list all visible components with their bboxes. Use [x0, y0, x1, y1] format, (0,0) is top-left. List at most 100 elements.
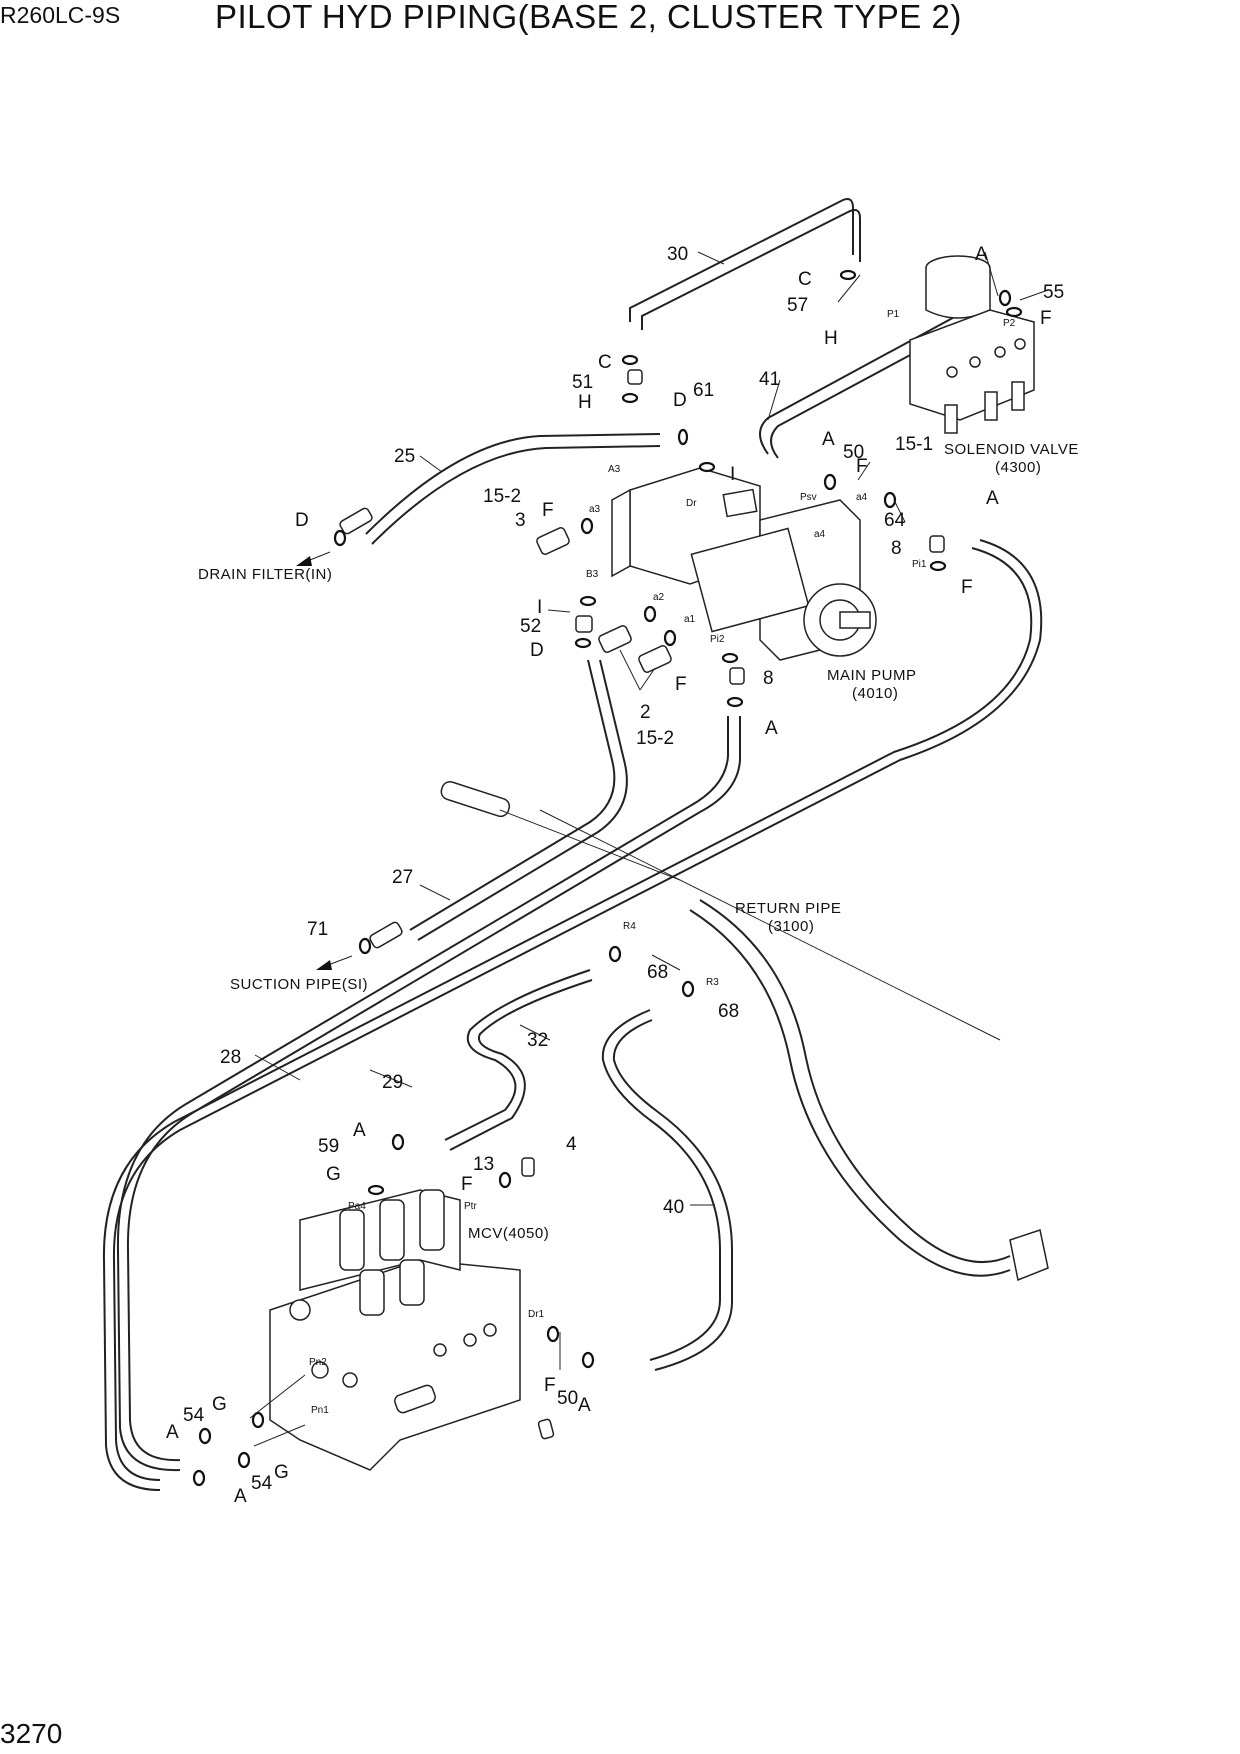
callout: I: [730, 464, 735, 485]
callout: F: [961, 577, 973, 598]
callout: A: [765, 718, 778, 739]
o-rings: [192, 269, 1023, 1487]
port-label: a3: [589, 504, 601, 515]
page-number: 3270: [0, 1718, 63, 1749]
callout: 30: [667, 244, 688, 265]
callout: 71: [307, 919, 328, 940]
callout: 50: [843, 442, 864, 463]
pipe-40: [601, 1009, 733, 1371]
callout: 15-2: [636, 728, 674, 749]
solenoid-valve-name: SOLENOID VALVE: [944, 441, 1079, 458]
port-label: a4: [814, 529, 826, 540]
callout: 4: [566, 1134, 577, 1155]
callout: 8: [763, 668, 774, 689]
main-pump-name: MAIN PUMP: [827, 667, 917, 684]
port-label: R4: [623, 921, 636, 932]
port-label: Dr1: [528, 1309, 545, 1320]
solenoid-valve: [909, 255, 1035, 434]
callout: F: [542, 500, 554, 521]
callout: 52: [520, 616, 541, 637]
fittings: [339, 369, 945, 1440]
port-labels: P1 P2 A3 a3 Dr Psv a4 B3 a2 a1 Pi2 Pi1 a…: [309, 309, 1016, 1416]
port-label: a4: [856, 492, 868, 503]
callout: A: [166, 1422, 179, 1443]
callout: 50: [557, 1388, 578, 1409]
callout-labels: 30 C 57 H A 55 F C 51 H D 61 41 A 50 F 1…: [166, 244, 1064, 1507]
pipe-28-29: [102, 539, 1043, 1491]
callout: 29: [382, 1072, 403, 1093]
port-label: Ptr: [464, 1201, 477, 1212]
port-label: Pn2: [309, 1357, 327, 1368]
callout: 40: [663, 1197, 684, 1218]
callout: 25: [394, 446, 415, 467]
callout: A: [975, 244, 988, 265]
callout: 51: [572, 372, 593, 393]
callout: A: [986, 488, 999, 509]
return-manifold: [440, 781, 681, 881]
pipe-32: [444, 969, 593, 1151]
suction-arrow: [316, 955, 353, 970]
callout: G: [212, 1394, 227, 1415]
port-label: A3: [608, 464, 621, 475]
sensor-15-2-upper: [536, 527, 672, 673]
port-label: P1: [887, 309, 900, 320]
solenoid-valve-code: (4300): [995, 459, 1041, 476]
callout: D: [295, 510, 309, 531]
drain-filter-name: DRAIN FILTER(IN): [198, 566, 332, 583]
callout: H: [824, 328, 838, 349]
callout: 54: [183, 1405, 205, 1426]
mcv-block: [269, 1189, 521, 1471]
callout: G: [326, 1164, 341, 1185]
port-label: R3: [706, 977, 719, 988]
callout: 55: [1043, 282, 1064, 303]
callout: 68: [647, 962, 668, 983]
callout: 3: [515, 510, 526, 531]
callout: 64: [884, 510, 906, 531]
callout: 61: [693, 380, 714, 401]
callout: 57: [787, 295, 808, 316]
callout: 2: [640, 702, 651, 723]
suction-pipe-name: SUCTION PIPE(SI): [230, 976, 368, 993]
callout: 13: [473, 1154, 494, 1175]
callout: C: [598, 352, 612, 373]
callout: H: [578, 392, 592, 413]
callout: 15-2: [483, 486, 521, 507]
port-label: B3: [586, 569, 599, 580]
model-number: R260LC-9S: [0, 2, 121, 28]
pipe-41: [759, 313, 969, 459]
callout: D: [673, 390, 687, 411]
leader-lines: [249, 251, 1049, 1447]
callout: A: [353, 1120, 366, 1141]
port-label: Pa4: [348, 1201, 366, 1212]
return-pipe-name: RETURN PIPE: [735, 900, 841, 917]
callout: C: [798, 269, 812, 290]
main-pump: [611, 467, 877, 661]
callout: F: [856, 456, 868, 477]
callout: 27: [392, 867, 413, 888]
callout: A: [822, 429, 835, 450]
port-label: Psv: [800, 492, 817, 503]
port-label: P2: [1003, 318, 1016, 329]
port-label: Pn1: [311, 1405, 329, 1416]
port-label: Dr: [686, 498, 697, 509]
port-label: Pi2: [710, 634, 725, 645]
callout: F: [1040, 308, 1052, 329]
callout: 68: [718, 1001, 739, 1022]
callout: A: [234, 1486, 247, 1507]
callout: D: [530, 640, 544, 661]
callout: 15-1: [895, 434, 933, 455]
return-pipe: [539, 809, 1049, 1282]
return-pipe-code: (3100): [768, 918, 814, 935]
callout: F: [461, 1174, 473, 1195]
port-label: Pi1: [912, 559, 927, 570]
page-title: PILOT HYD PIPING(BASE 2, CLUSTER TYPE 2): [215, 0, 962, 35]
callout: 41: [759, 369, 780, 390]
callout: 28: [220, 1047, 241, 1068]
callout: I: [537, 597, 542, 618]
callout: 32: [527, 1030, 548, 1051]
port-label: a2: [653, 592, 665, 603]
component-labels: SOLENOID VALVE (4300) MAIN PUMP (4010) R…: [198, 441, 1079, 1242]
port-label: a1: [684, 614, 696, 625]
mcv-name: MCV(4050): [468, 1225, 549, 1242]
